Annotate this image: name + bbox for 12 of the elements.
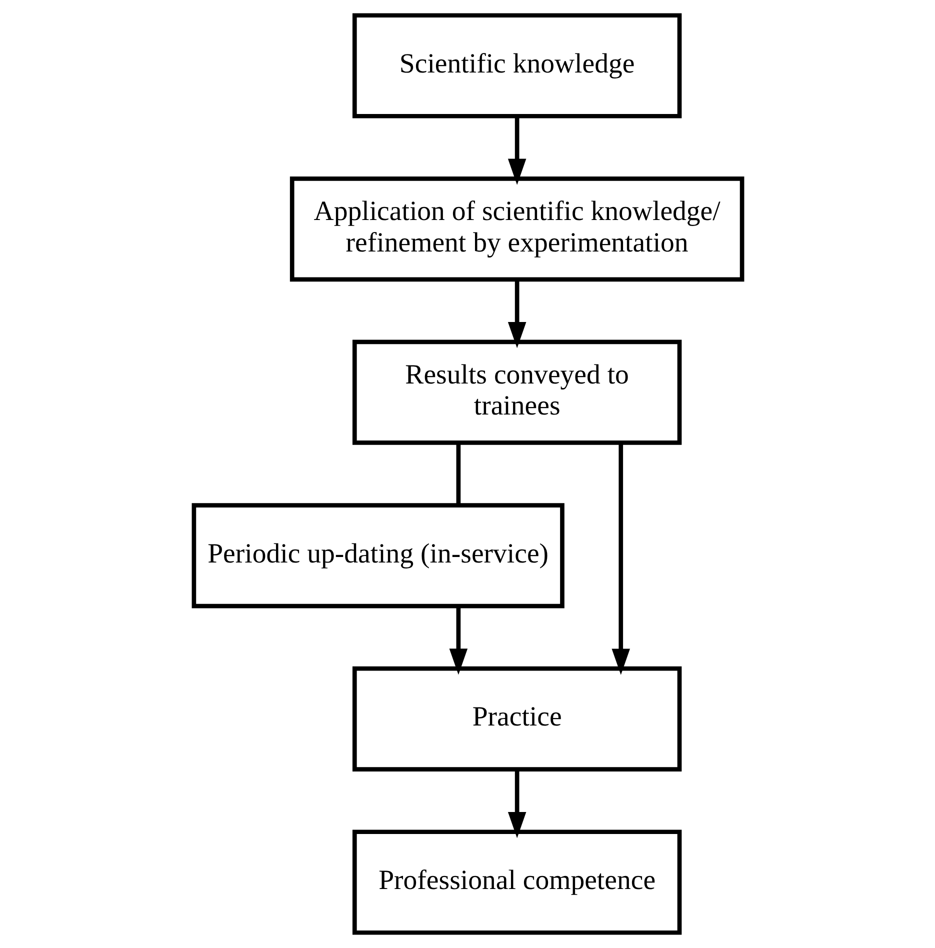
arrow bbox=[611, 443, 630, 675]
arrow bbox=[507, 116, 526, 185]
node-box: Results conveyed to trainees bbox=[352, 340, 682, 445]
arrow bbox=[448, 606, 468, 675]
node-box: Practice bbox=[352, 666, 682, 772]
arrow bbox=[507, 770, 526, 838]
connector bbox=[456, 443, 460, 505]
node-box: Application of scientific knowledge/ refinement by experimentation bbox=[289, 176, 744, 282]
node-box: Scientific knowledge bbox=[352, 13, 682, 118]
node-box: Professional competence bbox=[352, 830, 682, 935]
node-box: Periodic up-dating (in-service) bbox=[191, 503, 564, 608]
arrow bbox=[507, 280, 526, 348]
